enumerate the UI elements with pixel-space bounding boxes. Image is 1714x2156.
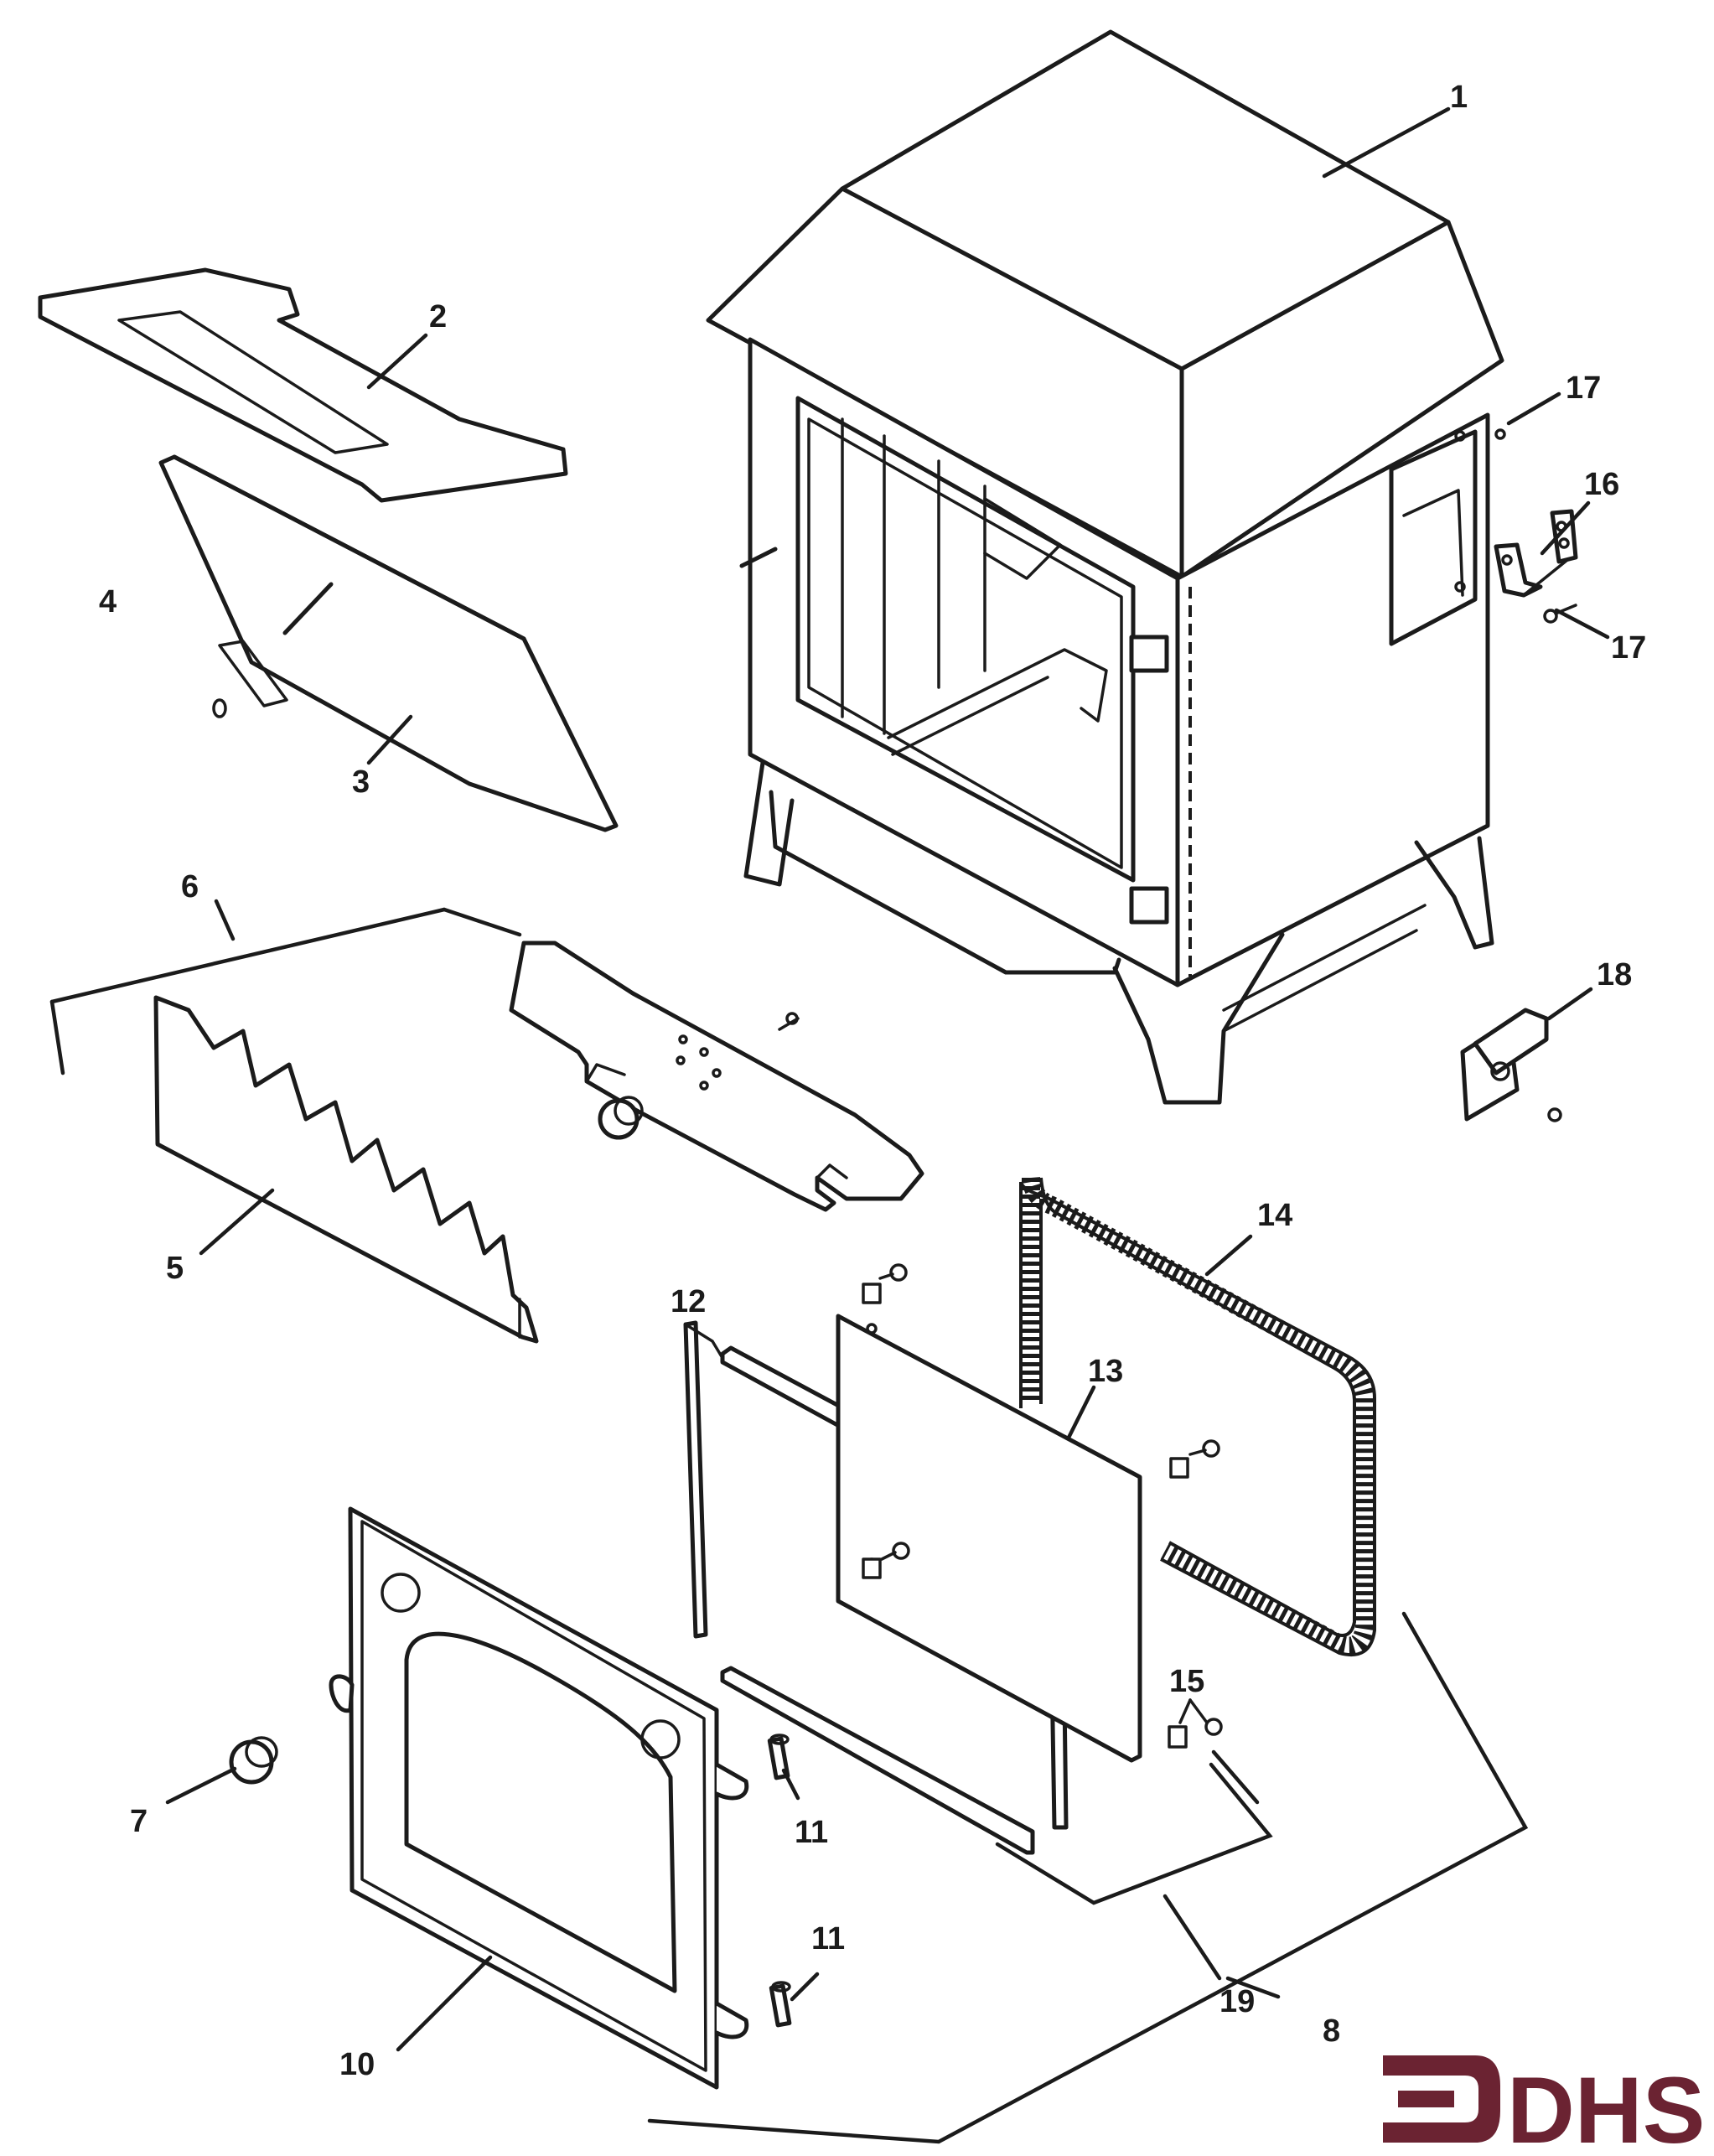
door-knob (229, 1736, 278, 1785)
ash-apron (769, 790, 1121, 975)
log-grate (153, 995, 539, 1344)
label-part-6: 6 (181, 869, 199, 904)
dhs-logo: DHS (1383, 2055, 1705, 2156)
label-part-11-lower: 11 (811, 1921, 845, 1956)
front-deflector (509, 941, 924, 1212)
side-bracket (1494, 428, 1578, 624)
label-part-12: 12 (671, 1284, 706, 1319)
label-part-15: 15 (1169, 1664, 1204, 1699)
group-bracket-8 (647, 1611, 1529, 2144)
leader-lines (165, 106, 1610, 2052)
label-part-18: 18 (1597, 957, 1632, 992)
door-gasket (1019, 1176, 1376, 1657)
part-number-labels: 1 2 3 4 5 6 7 8 10 11 11 12 13 14 15 16 … (99, 80, 1646, 2082)
label-part-17-upper: 17 (1566, 371, 1601, 406)
glass-clips (862, 1263, 1223, 1749)
stove-body (706, 29, 1504, 1105)
dhs-logo-mark (1383, 2055, 1500, 2143)
label-part-8: 8 (1323, 2013, 1340, 2049)
firebox-opening (795, 396, 1136, 883)
stove-side-face (1175, 412, 1490, 987)
stove-top (706, 29, 1504, 579)
label-part-10: 10 (339, 2047, 375, 2082)
label-part-11-upper: 11 (795, 1815, 828, 1850)
baffle-plate (158, 454, 619, 832)
hinge-pin-lower (769, 1981, 792, 2028)
front-left-leg (743, 760, 795, 887)
handle-bracket (1460, 1008, 1562, 1122)
label-part-7: 7 (130, 1804, 148, 1839)
stove-door (329, 1506, 749, 2090)
baffle-screw (212, 698, 227, 718)
label-part-13: 13 (1088, 1354, 1123, 1389)
label-part-4: 4 (99, 584, 117, 619)
side-vent (1389, 429, 1478, 646)
label-part-5: 5 (166, 1251, 184, 1286)
top-baffle (38, 267, 568, 503)
label-part-2: 2 (429, 299, 447, 334)
front-right-leg (1112, 932, 1285, 1105)
glass-panel (836, 1314, 1142, 1763)
dhs-logo-text: DHS (1507, 2058, 1705, 2156)
hinge-pin-upper (767, 1734, 790, 1780)
label-part-19: 19 (1219, 1984, 1255, 2019)
baffle-clip (218, 640, 288, 707)
label-part-14: 14 (1257, 1198, 1292, 1233)
label-part-3: 3 (352, 764, 370, 800)
label-part-17-lower: 17 (1611, 630, 1646, 666)
label-part-16: 16 (1584, 467, 1619, 502)
group-bracket-19 (995, 1762, 1273, 1905)
group-bracket-6 (49, 999, 65, 1075)
label-part-1: 1 (1450, 80, 1468, 115)
rear-leg (1414, 836, 1494, 950)
door-glass-opening (404, 1631, 677, 1993)
